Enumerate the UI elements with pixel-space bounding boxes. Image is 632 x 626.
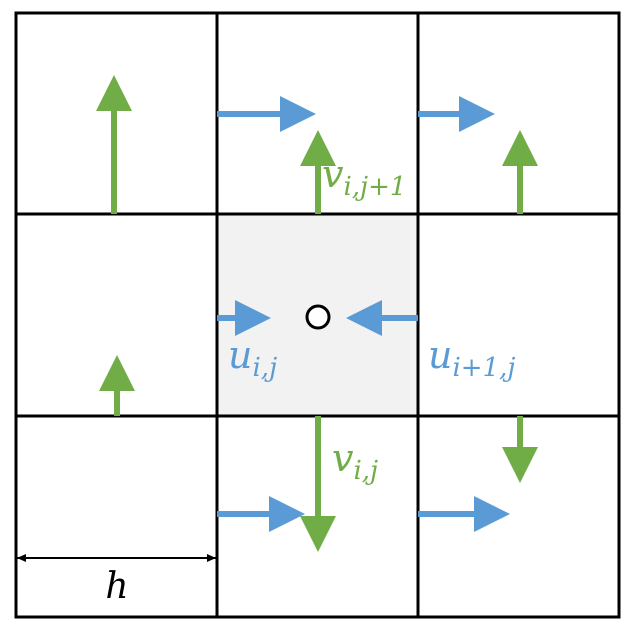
- label-h: h: [105, 566, 128, 607]
- label-v-bottom-sub: i,j: [353, 456, 378, 486]
- label-v-bottom: vi,j: [332, 436, 378, 486]
- label-u-right-main: u: [428, 333, 452, 377]
- u-arrows: [217, 96, 510, 532]
- label-u-left-sub: i,j: [252, 353, 277, 383]
- label-v-bottom-main: v: [332, 436, 354, 480]
- label-v-top: vi,j+1: [322, 152, 406, 202]
- circle-marker-icon: [305, 304, 331, 330]
- label-u-right-sub: i+1,j: [452, 353, 515, 383]
- label-u-left-main: u: [228, 333, 252, 377]
- label-v-top-sub: i,j+1: [343, 172, 406, 202]
- label-v-top-main: v: [322, 152, 344, 196]
- label-u-left: ui,j: [228, 333, 277, 383]
- v-arrows: [96, 75, 538, 552]
- label-u-right: ui+1,j: [428, 333, 515, 383]
- grid-border: [14, 11, 621, 619]
